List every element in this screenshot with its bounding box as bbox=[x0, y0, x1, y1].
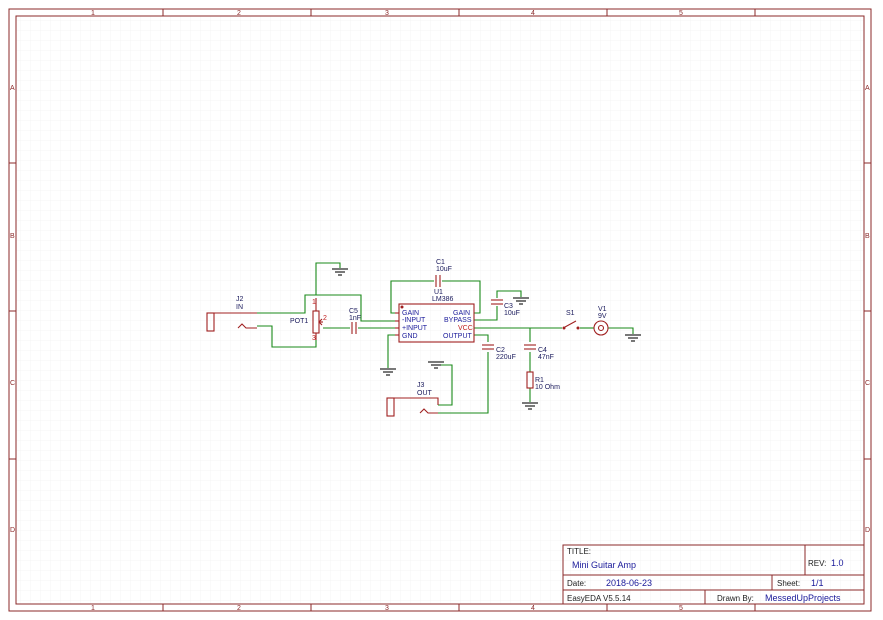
grid-background bbox=[16, 16, 864, 604]
column-label-bottom: 3 bbox=[385, 605, 389, 612]
j3-ref: J3 bbox=[417, 382, 425, 389]
row-label-left: D bbox=[10, 527, 15, 534]
row-label-right: B bbox=[865, 233, 870, 240]
u1-pin-right-4: OUTPUT bbox=[443, 333, 473, 340]
c5-value: 1nF bbox=[349, 315, 361, 322]
ground-symbol bbox=[428, 361, 444, 369]
column-label-top: 2 bbox=[237, 10, 241, 17]
switch-s1[interactable]: S1 bbox=[562, 310, 580, 330]
date-value: 2018-06-23 bbox=[606, 578, 652, 588]
resistor-r1[interactable]: R1 10 Ohm bbox=[526, 371, 560, 391]
j2-ref: J2 bbox=[236, 296, 244, 303]
input-jack-j2[interactable]: J2 IN bbox=[206, 296, 257, 332]
ground-symbol bbox=[522, 402, 538, 410]
ground-symbol bbox=[380, 368, 396, 376]
u1-pin-left-1: GAIN bbox=[402, 310, 419, 317]
row-label-left: C bbox=[10, 380, 15, 387]
ground-symbols bbox=[332, 268, 641, 410]
column-label-top: 1 bbox=[91, 10, 95, 17]
ground-symbol bbox=[332, 268, 348, 276]
rev-value: 1.0 bbox=[831, 558, 844, 568]
c2-value: 220uF bbox=[496, 354, 516, 361]
row-label-right: D bbox=[865, 527, 870, 534]
r1-value: 10 Ohm bbox=[535, 384, 560, 391]
column-label-top: 4 bbox=[531, 10, 535, 17]
potentiometer-pot1[interactable]: POT1 1 2 3 bbox=[290, 298, 327, 342]
row-label-right: C bbox=[865, 380, 870, 387]
sheet-value: 1/1 bbox=[811, 578, 824, 588]
c5-ref: C5 bbox=[349, 308, 358, 315]
capacitor-c3[interactable]: C3 10uF bbox=[491, 299, 520, 317]
date-label: Date: bbox=[567, 579, 586, 588]
pot1-pin3: 3 bbox=[312, 335, 316, 342]
column-label-bottom: 5 bbox=[679, 605, 683, 612]
output-jack-j3[interactable]: J3 OUT bbox=[386, 382, 439, 417]
capacitor-c1[interactable]: C1 10uF bbox=[435, 259, 452, 287]
column-label-top: 5 bbox=[679, 10, 683, 17]
u1-pin-left-2: -INPUT bbox=[402, 317, 426, 324]
column-label-bottom: 2 bbox=[237, 605, 241, 612]
rev-label: REV: bbox=[808, 559, 826, 568]
drawn-by-label: Drawn By: bbox=[717, 594, 754, 603]
c4-ref: C4 bbox=[538, 347, 547, 354]
u1-pin-left-3: +INPUT bbox=[402, 325, 428, 332]
s1-ref: S1 bbox=[566, 310, 575, 317]
capacitor-c5[interactable]: C5 1nF bbox=[349, 308, 361, 334]
column-label-bottom: 4 bbox=[531, 605, 535, 612]
u1-pin-right-1: GAIN bbox=[453, 310, 470, 317]
u1-pin-right-2: BYPASS bbox=[444, 317, 472, 324]
software-version: EasyEDA V5.5.14 bbox=[567, 594, 631, 603]
ground-symbol bbox=[513, 297, 529, 305]
c2-ref: C2 bbox=[496, 347, 505, 354]
u1-pin-left-4: GND bbox=[402, 333, 418, 340]
c1-value: 10uF bbox=[436, 266, 452, 273]
pot1-pin2: 2 bbox=[323, 315, 327, 322]
capacitor-c4[interactable]: C4 47nF bbox=[524, 344, 554, 361]
pot1-ref: POT1 bbox=[290, 318, 308, 325]
amplifier-ic-u1[interactable]: U1 LM386 GAIN -INPUT +INPUT GND GAIN BYP… bbox=[395, 289, 475, 343]
u1-ref: U1 bbox=[434, 289, 443, 296]
sheet-label: Sheet: bbox=[777, 579, 800, 588]
c3-value: 10uF bbox=[504, 310, 520, 317]
wires bbox=[257, 262, 634, 414]
u1-pin-right-3: VCC bbox=[458, 325, 473, 332]
battery-v1[interactable]: V1 9V bbox=[593, 306, 609, 336]
v1-ref: V1 bbox=[598, 306, 607, 313]
column-label-bottom: 1 bbox=[91, 605, 95, 612]
ground-symbol bbox=[625, 334, 641, 342]
row-label-right: A bbox=[865, 85, 870, 92]
v1-value: 9V bbox=[598, 313, 607, 320]
row-label-left: A bbox=[10, 85, 15, 92]
row-label-left: B bbox=[10, 233, 15, 240]
drawn-by-value: MessedUpProjects bbox=[765, 593, 841, 603]
j3-value: OUT bbox=[417, 390, 433, 397]
capacitor-c2[interactable]: C2 220uF bbox=[482, 344, 516, 361]
r1-ref: R1 bbox=[535, 377, 544, 384]
c1-ref: C1 bbox=[436, 259, 445, 266]
drawing-title: Mini Guitar Amp bbox=[572, 560, 636, 570]
c4-value: 47nF bbox=[538, 354, 554, 361]
title-block: TITLE: Mini Guitar Amp REV: 1.0 Date: 20… bbox=[562, 544, 865, 605]
sheet-border bbox=[8, 8, 872, 612]
column-label-top: 3 bbox=[385, 10, 389, 17]
pot1-pin1: 1 bbox=[312, 299, 316, 306]
j2-value: IN bbox=[236, 304, 243, 311]
u1-value: LM386 bbox=[432, 296, 454, 303]
title-label: TITLE: bbox=[567, 547, 591, 556]
c3-ref: C3 bbox=[504, 303, 513, 310]
